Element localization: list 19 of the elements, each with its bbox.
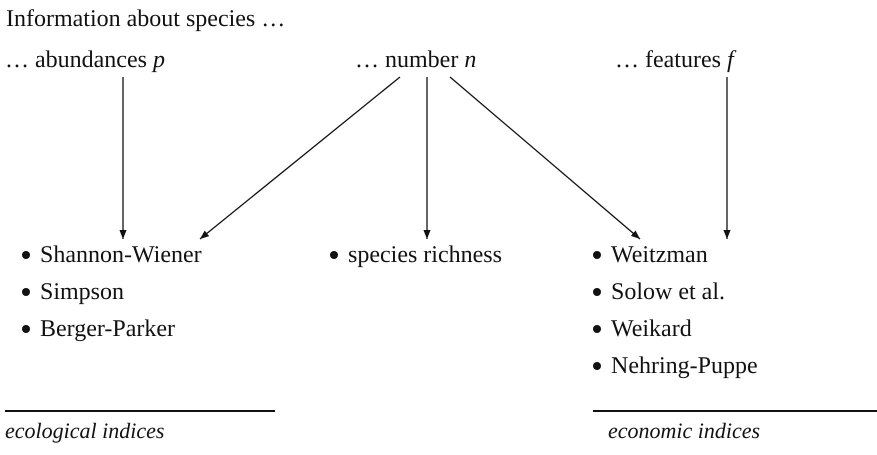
- index-name: Solow et al.: [611, 278, 725, 307]
- index-name: Weikard: [611, 315, 692, 344]
- index-name: Simpson: [40, 278, 124, 307]
- group-caption: economic indices: [608, 418, 760, 444]
- arrow: [723, 77, 731, 239]
- index-name: species richness: [348, 241, 502, 270]
- information-label: … abundances p: [5, 45, 165, 75]
- arrow: [423, 77, 431, 239]
- information-label: … features f: [615, 45, 734, 75]
- arrow: [450, 76, 640, 240]
- arrow: [200, 76, 400, 240]
- index-name: Weitzman: [611, 241, 708, 270]
- index-name: Nehring-Puppe: [611, 352, 758, 381]
- index-name: Shannon-Wiener: [40, 241, 202, 270]
- title: Information about species …: [6, 6, 286, 33]
- index-name: Berger-Parker: [40, 315, 176, 344]
- information-label: … number n: [355, 45, 476, 75]
- arrow: [119, 77, 127, 239]
- group-caption: ecological indices: [5, 418, 164, 444]
